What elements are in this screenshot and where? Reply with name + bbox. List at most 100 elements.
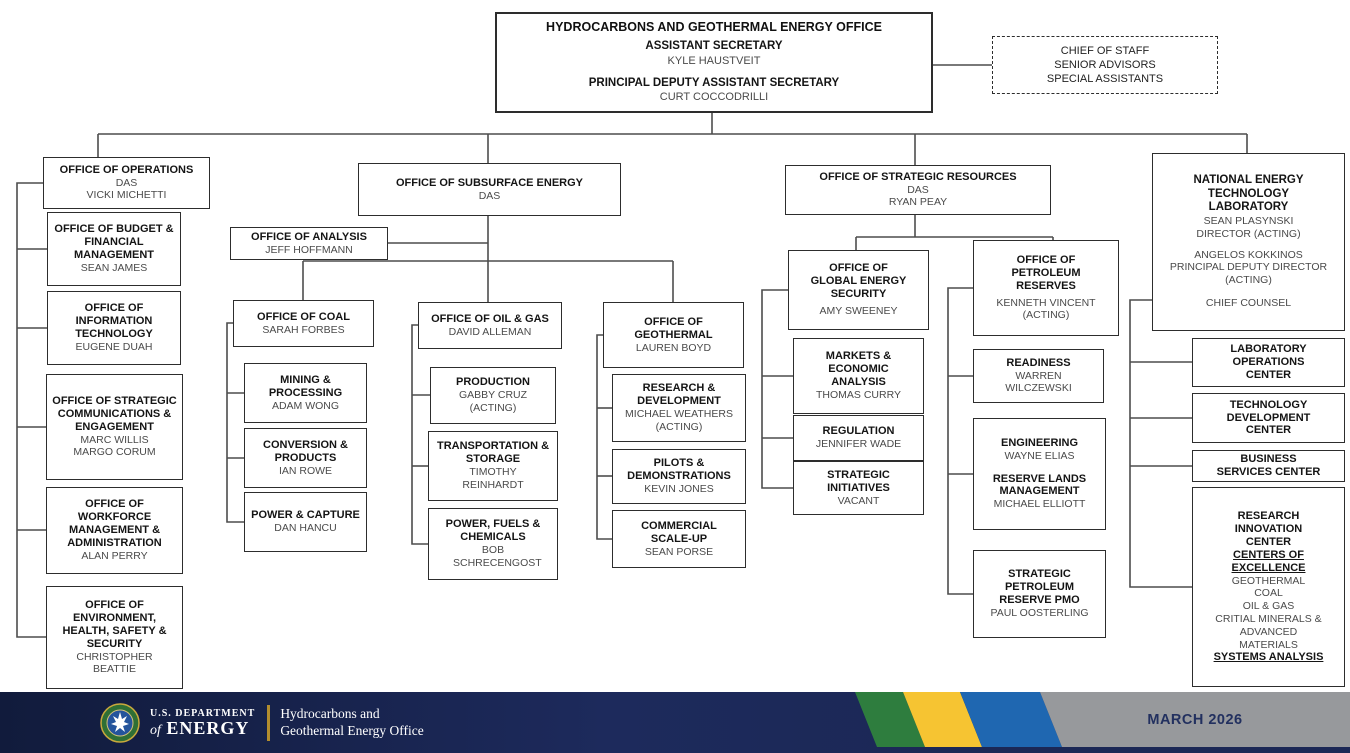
coe-item-oil-gas: OIL & GAS [1242, 600, 1295, 613]
regulation-name: JENNIFER WADE [815, 438, 902, 451]
coal-title: OFFICE OF COAL [257, 310, 350, 323]
tech-development-title: TECHNOLOGY DEVELOPMENT CENTER [1226, 398, 1311, 437]
regulation-title: REGULATION [822, 425, 895, 438]
org-box-petroleum-reserves: OFFICE OF PETROLEUM RESERVES KENNETH VIN… [973, 240, 1119, 336]
assistant-secretary-name: KYLE HAUSTVEIT [667, 54, 761, 67]
commercial-title: COMMERCIAL SCALE-UP [641, 519, 717, 545]
environment-title: OFFICE OF ENVIRONMENT, HEALTH, SAFETY & … [62, 598, 167, 650]
geothermal-name: LAUREN BOYD [635, 341, 712, 354]
spr-pmo-name: PAUL OOSTERLING [990, 607, 1089, 620]
readiness-title: READINESS [1006, 356, 1071, 369]
production-name: GABBY CRUZ [458, 389, 528, 402]
rd-name: MICHAEL WEATHERS [625, 408, 733, 421]
netl-director-name: SEAN PLASYNSKI [1203, 214, 1294, 227]
global-name: AMY SWEENEY [819, 305, 898, 318]
office-line-1: Hydrocarbons and [280, 705, 380, 721]
org-box-regulation: REGULATION JENNIFER WADE [793, 415, 924, 461]
subsurface-sub: DAS [478, 189, 501, 202]
power-capture-name: DAN HANCU [274, 522, 337, 535]
business-services-title: BUSINESS SERVICES CENTER [1216, 453, 1321, 478]
coal-name: SARAH FORBES [262, 323, 345, 336]
netl-chief-counsel: CHIEF COUNSEL [1205, 296, 1292, 309]
doe-of: of [150, 722, 161, 738]
analysis-name: JEFF HOFFMANN [265, 243, 353, 256]
connector-lines [16, 64, 1248, 638]
spr-pmo-title: STRATEGIC PETROLEUM RESERVE PMO [999, 568, 1080, 607]
initiatives-name: VACANT [837, 494, 880, 507]
principal-deputy-title: PRINCIPAL DEPUTY ASSISTANT SECRETARY [588, 77, 840, 89]
org-box-budget: OFFICE OF BUDGET & FINANCIAL MANAGEMENT … [47, 212, 181, 286]
coe-item-critical-minerals: CRITIAL MINERALS & ADVANCED MATERIALS [1215, 612, 1322, 651]
production-note: (ACTING) [469, 401, 517, 414]
org-box-coal: OFFICE OF COAL SARAH FORBES [233, 300, 374, 347]
org-box-staff: CHIEF OF STAFF SENIOR ADVISORS SPECIAL A… [992, 36, 1218, 94]
footer-bar: U.S. DEPARTMENT of ENERGY Hydrocarbons a… [0, 692, 1350, 753]
strategic-sub: DAS [907, 183, 929, 196]
operations-title: OFFICE OF OPERATIONS [59, 163, 194, 176]
office-wordmark: Hydrocarbons and Geothermal Energy Offic… [280, 706, 423, 740]
principal-deputy-name: CURT COCCODRILLI [659, 91, 769, 104]
org-box-headquarters: HYDROCARBONS AND GEOTHERMAL ENERGY OFFIC… [495, 12, 933, 113]
org-box-environment: OFFICE OF ENVIRONMENT, HEALTH, SAFETY & … [46, 586, 183, 689]
operations-sub: DAS [115, 176, 138, 189]
coe-item-geothermal: GEOTHERMAL [1231, 574, 1306, 587]
staff-line: SPECIAL ASSISTANTS [1046, 73, 1164, 86]
comms-name-2: MARGO CORUM [73, 446, 156, 459]
environment-name: CHRISTOPHER BEATTIE [76, 650, 153, 676]
conversion-title: CONVERSION & PRODUCTS [263, 438, 348, 464]
transportation-title: TRANSPORTATION & STORAGE [436, 440, 550, 466]
org-box-markets: MARKETS & ECONOMIC ANALYSIS THOMAS CURRY [793, 338, 924, 414]
markets-title: MARKETS & ECONOMIC ANALYSIS [825, 350, 892, 389]
org-box-transportation: TRANSPORTATION & STORAGE TIMOTHY REINHAR… [428, 431, 558, 501]
doe-wordmark: U.S. DEPARTMENT of ENERGY [150, 708, 255, 738]
research-innovation-title: RESEARCH INNOVATION CENTER [1234, 509, 1303, 548]
office-line-2: Geothermal Energy Office [280, 722, 424, 738]
mining-title: MINING & PROCESSING [268, 373, 343, 399]
it-name: EUGENE DUAH [75, 341, 153, 354]
org-box-initiatives: STRATEGIC INITIATIVES VACANT [793, 461, 924, 515]
production-title: PRODUCTION [456, 376, 530, 389]
org-box-research-innovation: RESEARCH INNOVATION CENTER CENTERS OF EX… [1192, 487, 1345, 687]
coe-item-coal: COAL [1254, 587, 1283, 600]
org-box-netl: NATIONAL ENERGY TECHNOLOGY LABORATORY SE… [1152, 153, 1345, 331]
readiness-name: WARREN WILCZEWSKI [1005, 369, 1072, 395]
global-title: OFFICE OF GLOBAL ENERGY SECURITY [810, 262, 907, 301]
pilots-title: PILOTS & DEMONSTRATIONS [627, 457, 731, 483]
mining-name: ADAM WONG [271, 399, 340, 412]
geothermal-title: OFFICE OF GEOTHERMAL [634, 315, 713, 341]
org-box-pilots: PILOTS & DEMONSTRATIONS KEVIN JONES [612, 449, 746, 504]
org-box-operations: OFFICE OF OPERATIONS DAS VICKI MICHETTI [43, 157, 210, 209]
pilots-name: KEVIN JONES [644, 483, 714, 496]
engineering-title: ENGINEERING [1000, 436, 1078, 449]
org-box-oil-gas: OFFICE OF OIL & GAS DAVID ALLEMAN [418, 302, 562, 349]
workforce-title: OFFICE OF WORKFORCE MANAGEMENT & ADMINIS… [67, 498, 162, 550]
power-fuels-title: POWER, FUELS & CHEMICALS [445, 518, 541, 544]
markets-name: THOMAS CURRY [816, 389, 901, 402]
workforce-name: ALAN PERRY [81, 550, 148, 563]
org-box-tech-development: TECHNOLOGY DEVELOPMENT CENTER [1192, 393, 1345, 443]
strategic-name: RYAN PEAY [888, 196, 948, 209]
org-box-information-technology: OFFICE OF INFORMATION TECHNOLOGY EUGENE … [47, 291, 181, 365]
comms-name-1: MARC WILLIS [80, 433, 149, 446]
org-box-commercial: COMMERCIAL SCALE-UP SEAN PORSE [612, 510, 746, 568]
org-box-strategic-resources: OFFICE OF STRATEGIC RESOURCES DAS RYAN P… [785, 165, 1051, 215]
staff-line: SENIOR ADVISORS [1054, 58, 1156, 71]
org-box-spr-pmo: STRATEGIC PETROLEUM RESERVE PMO PAUL OOS… [973, 550, 1106, 638]
org-box-workforce: OFFICE OF WORKFORCE MANAGEMENT & ADMINIS… [46, 487, 183, 574]
strategic-title: OFFICE OF STRATEGIC RESOURCES [819, 170, 1017, 183]
footer-stripe-gray [1040, 692, 1350, 747]
rd-title: RESEARCH & DEVELOPMENT [637, 382, 721, 408]
netl-director-role: DIRECTOR (ACTING) [1196, 227, 1301, 240]
operations-name: VICKI MICHETTI [86, 189, 167, 202]
initiatives-title: STRATEGIC INITIATIVES [827, 468, 890, 494]
reserve-lands-name: MICHAEL ELLIOTT [993, 498, 1086, 511]
netl-title: NATIONAL ENERGY TECHNOLOGY LABORATORY [1193, 174, 1304, 214]
engineering-name: WAYNE ELIAS [1004, 449, 1075, 462]
org-box-power-fuels: POWER, FUELS & CHEMICALS BOB SCHRECENGOS… [428, 508, 558, 580]
doe-dept-line: U.S. DEPARTMENT [150, 707, 256, 719]
org-box-conversion: CONVERSION & PRODUCTS IAN ROWE [244, 428, 367, 488]
analysis-title: OFFICE OF ANALYSIS [251, 230, 367, 243]
org-box-analysis: OFFICE OF ANALYSIS JEFF HOFFMANN [230, 227, 388, 260]
budget-name: SEAN JAMES [80, 262, 148, 275]
rd-note: (ACTING) [655, 420, 703, 433]
